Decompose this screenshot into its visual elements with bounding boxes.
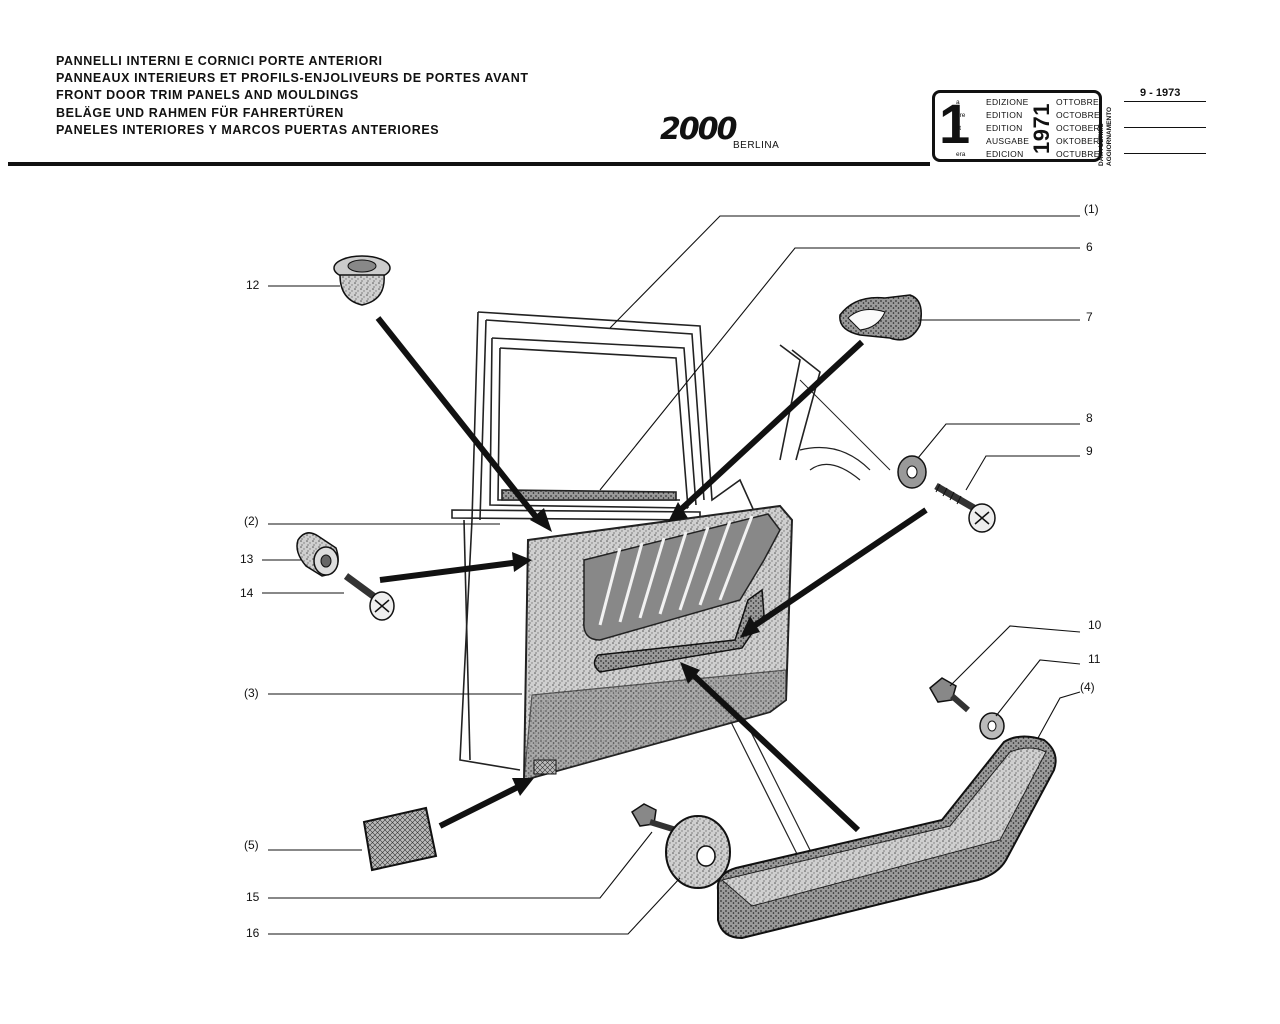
leader-lines <box>262 215 1081 935</box>
door-trim-panel <box>522 504 794 782</box>
callout-7: 7 <box>1086 310 1093 324</box>
title-french: PANNEAUX INTERIEURS ET PROFILS-ENJOLIVEU… <box>56 71 529 86</box>
title-block: PANNELLI INTERNI E CORNICI PORTE ANTERIO… <box>56 53 529 139</box>
washer-8 <box>897 455 927 489</box>
armrest-4 <box>716 735 1057 940</box>
edition-label: EDITION <box>986 123 1023 133</box>
title-english: FRONT DOOR TRIM PANELS AND MOULDINGS <box>56 88 359 103</box>
callout-14: 14 <box>240 586 254 600</box>
model-logo: 2000 <box>660 112 737 147</box>
callout-13: 13 <box>240 552 254 566</box>
callout-9: 9 <box>1086 444 1093 458</box>
edition-label: AUSGABE <box>986 136 1030 146</box>
update-line <box>1124 153 1206 154</box>
edition-box <box>932 90 1102 162</box>
bolt-15 <box>631 803 677 833</box>
cap-13 <box>296 532 339 577</box>
escutcheon-16 <box>665 815 731 889</box>
bolt-10 <box>929 677 970 713</box>
callout-15: 15 <box>246 890 260 904</box>
header-rule <box>8 162 930 166</box>
title-italian: PANNELLI INTERNI E CORNICI PORTE ANTERIO… <box>56 54 383 68</box>
callout-1: (1) <box>1084 202 1099 216</box>
bezel-5 <box>362 806 438 872</box>
callout-8: 8 <box>1086 411 1093 425</box>
callout-4: (4) <box>1080 680 1095 694</box>
edition-label: EDIZIONE <box>986 97 1029 107</box>
assembly-arrows <box>375 316 928 833</box>
last-update-date: 9 - 1973 <box>1140 87 1181 99</box>
ordinal-suffix: a <box>956 99 960 106</box>
door-frame <box>451 311 891 861</box>
callout-6: 6 <box>1086 240 1093 254</box>
ordinal-suffix: era <box>956 151 966 158</box>
callout-2: (2) <box>244 514 259 528</box>
washer-11 <box>979 712 1005 740</box>
callout-12: 12 <box>246 278 260 292</box>
update-line <box>1124 101 1206 102</box>
handle-housing <box>839 294 922 341</box>
edition-month: OCTUBRE <box>1056 149 1100 159</box>
callout-5: (5) <box>244 838 259 852</box>
ordinal-suffix: ère <box>956 112 966 119</box>
screw-9 <box>934 482 996 533</box>
edition-month: OCTOBER <box>1056 123 1100 133</box>
edition-label: EDICION <box>986 149 1024 159</box>
title-spanish: PANELES INTERIORES Y MARCOS PUERTAS ANTE… <box>56 122 440 137</box>
edition-month: OKTOBER <box>1056 136 1100 146</box>
ordinal-suffix: st <box>956 125 962 132</box>
edition-month: OCTOBRE <box>1056 110 1100 120</box>
edition-label: EDITION <box>986 110 1023 120</box>
update-line <box>1124 127 1206 128</box>
callout-3: (3) <box>244 686 259 700</box>
edition-month: OTTOBRE <box>1056 97 1100 107</box>
callout-16: 16 <box>246 926 260 940</box>
ordinal-suffix: . <box>956 138 958 145</box>
screw-14 <box>343 573 395 621</box>
plug-clip <box>333 255 391 306</box>
title-german: BELÄGE UND RAHMEN FÜR FAHRERTÜREN <box>56 105 344 120</box>
callout-11: 11 <box>1088 652 1101 666</box>
model-name: BERLINA <box>733 140 780 151</box>
callout-10: 10 <box>1088 618 1102 632</box>
